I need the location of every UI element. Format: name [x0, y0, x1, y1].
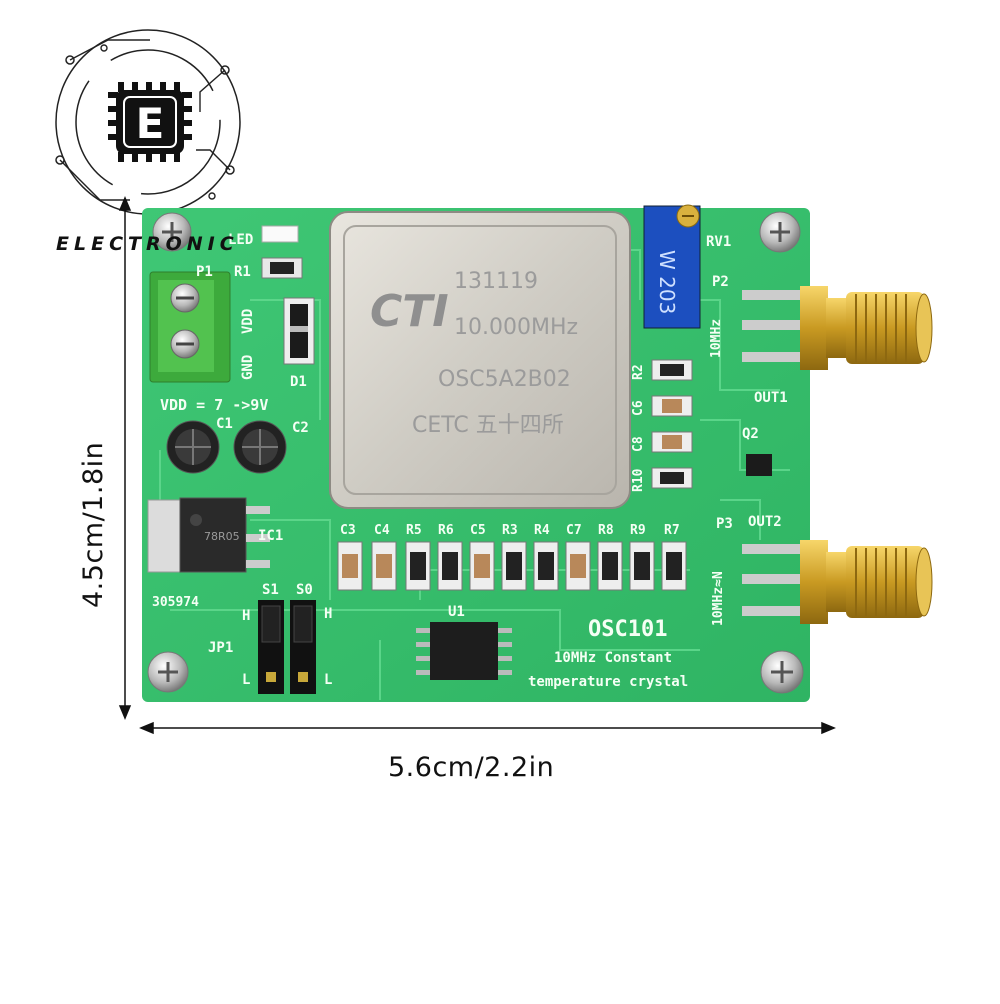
terminal-block [149, 271, 231, 383]
silkscreen-labels: LED R1 P1 VDD GND D1 VDD = 7 ->9V C1 C2 … [152, 232, 788, 690]
silk-supply: VDD = 7 ->9V [160, 396, 268, 414]
silk-l-right: L [324, 672, 332, 688]
mounting-screw [760, 650, 804, 694]
silk-r10: R10 [631, 468, 646, 492]
silk-row-c4: C4 [374, 523, 390, 538]
brand-wordmark: ELECTRONIC [56, 233, 239, 255]
crystal-maker: CETC 五十四所 [412, 413, 564, 438]
crystal-part: OSC5A2B02 [438, 367, 571, 392]
silk-q2: Q2 [742, 426, 759, 442]
sma-connector-out1[interactable] [742, 286, 933, 370]
brand-letter: E [136, 99, 165, 148]
height-dimension-label: 4.5cm/1.8in [78, 441, 109, 608]
transistor-q2 [746, 454, 772, 476]
silk-p3: P3 [716, 516, 733, 532]
silk-r1: R1 [234, 264, 251, 280]
silk-row-c3: C3 [340, 523, 356, 538]
trimmer-code: W 203 [655, 250, 679, 314]
silk-mhz-top: 10MHz [709, 319, 724, 358]
silk-row-r8: R8 [598, 523, 614, 538]
silk-desc1: 10MHz Constant [554, 650, 672, 666]
silk-row-r4: R4 [534, 523, 550, 538]
silk-row-c5: C5 [470, 523, 486, 538]
silk-l-left: L [242, 672, 250, 688]
crystal-oscillator: CTI 131119 10.000MHz OSC5A2B02 CETC 五十四所 [329, 211, 631, 509]
led [261, 225, 299, 243]
silk-s1: S1 [262, 582, 279, 598]
silk-led: LED [228, 232, 253, 248]
silk-u1: U1 [448, 604, 465, 620]
silk-row-r9: R9 [630, 523, 646, 538]
silk-row-r7: R7 [664, 523, 680, 538]
silk-h-left: H [242, 608, 250, 624]
ic-u1 [416, 622, 512, 680]
silk-gnd: GND [240, 355, 256, 380]
silk-c6: C6 [631, 400, 646, 416]
capacitor-c2 [233, 420, 287, 474]
jumper-headers[interactable] [258, 600, 316, 694]
width-dimension-label: 5.6cm/2.2in [388, 752, 555, 783]
mounting-screw [759, 211, 801, 253]
voltage-regulator: 78R05 [147, 497, 270, 573]
silk-r2: R2 [631, 364, 646, 380]
silk-row-c7: C7 [566, 523, 582, 538]
silk-p2: P2 [712, 274, 729, 290]
silk-d1: D1 [290, 374, 307, 390]
width-dimension-arrow [139, 721, 836, 735]
pcb-board: 78R05 CTI 131119 10.000MHz OSC5A2B02 CET… [142, 204, 933, 702]
crystal-logo: CTI [370, 286, 449, 337]
silk-serial: 305974 [152, 595, 199, 610]
crystal-lot: 131119 [454, 269, 538, 294]
silk-vdd: VDD [240, 309, 256, 334]
silk-p1: P1 [196, 264, 213, 280]
silk-desc2: temperature crystal [528, 674, 688, 690]
mounting-screw [147, 651, 189, 693]
silk-jp1: JP1 [208, 640, 233, 656]
silk-c2: C2 [292, 420, 309, 436]
silk-s0: S0 [296, 582, 313, 598]
capacitor-c1 [166, 420, 220, 474]
silk-out1: OUT1 [754, 390, 788, 406]
regulator-marking: 78R05 [204, 530, 240, 543]
silk-c1: C1 [216, 416, 233, 432]
height-dimension-arrow [118, 196, 132, 720]
silk-board-name: OSC101 [588, 617, 667, 642]
crystal-frequency: 10.000MHz [454, 315, 578, 340]
silk-row-r6: R6 [438, 523, 454, 538]
sma-connector-out2[interactable] [742, 540, 933, 624]
trimmer-potentiometer[interactable]: W 203 [643, 204, 701, 329]
silk-out2: OUT2 [748, 514, 782, 530]
silk-ic1: IC1 [258, 528, 283, 544]
silk-row-r5: R5 [406, 523, 422, 538]
silk-mhz-bottom: 10MHz≈N [711, 571, 726, 626]
silk-c8: C8 [631, 436, 646, 452]
mounting-screw [152, 212, 192, 252]
silk-rv1: RV1 [706, 234, 731, 250]
silk-row-r3: R3 [502, 523, 518, 538]
smd-component-row [337, 541, 687, 591]
brand-logo: E [55, 29, 241, 215]
silk-h-right: H [324, 606, 332, 622]
